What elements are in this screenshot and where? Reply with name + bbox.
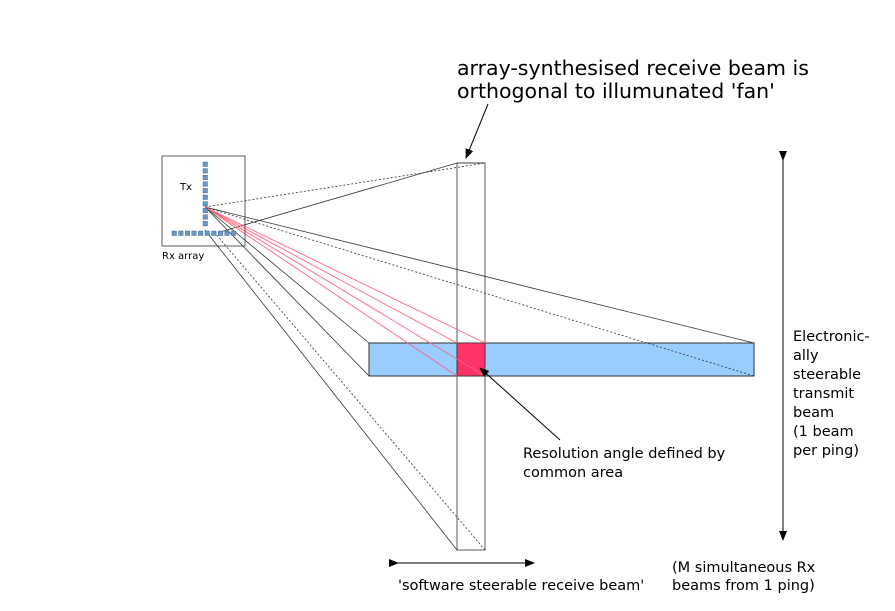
rx-array-elements (171, 230, 237, 236)
transducer-element (202, 168, 208, 174)
transmit-label-line: transmit (793, 386, 854, 402)
resolution-rays (204, 206, 486, 377)
transmit-fan-bar (368, 342, 755, 377)
transducer-element (211, 230, 217, 236)
transmit-label-line: beam (793, 405, 834, 421)
transmit-label-line: steerable (793, 367, 861, 383)
transducer-element (202, 188, 208, 194)
software-beam-label: 'software steerable receive beam' (398, 578, 644, 594)
transducer-element (191, 230, 197, 236)
transducer-element (202, 221, 208, 227)
rx-array-label: Rx array (162, 251, 204, 262)
title-line-1: array-synthesised receive beam is (457, 56, 809, 80)
transducer-element (224, 230, 230, 236)
common-area-square (456, 342, 486, 377)
transducer-element (202, 174, 208, 180)
transmit-label-line: per ping) (793, 443, 859, 459)
transducer-element (204, 230, 210, 236)
transmit-label-line: (1 beam (793, 424, 854, 440)
resolution-label-line-1: Resolution angle defined by (523, 446, 726, 462)
resolution-pointer-arrow (479, 367, 561, 441)
title-pointer-arrow (465, 103, 489, 159)
simultaneous-label-line-2: beams from 1 ping) (672, 578, 815, 594)
transducer-element (171, 230, 177, 236)
transducer-element (198, 230, 204, 236)
transmit-label-line: Electronic- (793, 329, 870, 345)
transducer-element (202, 194, 208, 200)
receive-wedge-lines (204, 162, 486, 551)
transducer-element (184, 230, 190, 236)
transducer-element (202, 181, 208, 187)
transducer-element (202, 201, 208, 207)
transducer-element (231, 230, 237, 236)
title-line-2: orthogonal to illumunated 'fan' (457, 79, 775, 103)
transducer-element (202, 161, 208, 167)
transducer-element (202, 207, 208, 213)
transmit-label-line: ally (793, 348, 819, 364)
transducer-element (202, 214, 208, 220)
array-box (161, 155, 246, 247)
tx-array-elements (202, 161, 208, 227)
transducer-element (217, 230, 223, 236)
tx-label: Tx (179, 182, 192, 193)
resolution-label-line-2: common area (523, 465, 623, 481)
transducer-element (178, 230, 184, 236)
simultaneous-label-line-1: (M simultaneous Rx (672, 560, 816, 576)
transmit-beam-label: Electronic- ally steerable transmit beam… (793, 329, 874, 459)
